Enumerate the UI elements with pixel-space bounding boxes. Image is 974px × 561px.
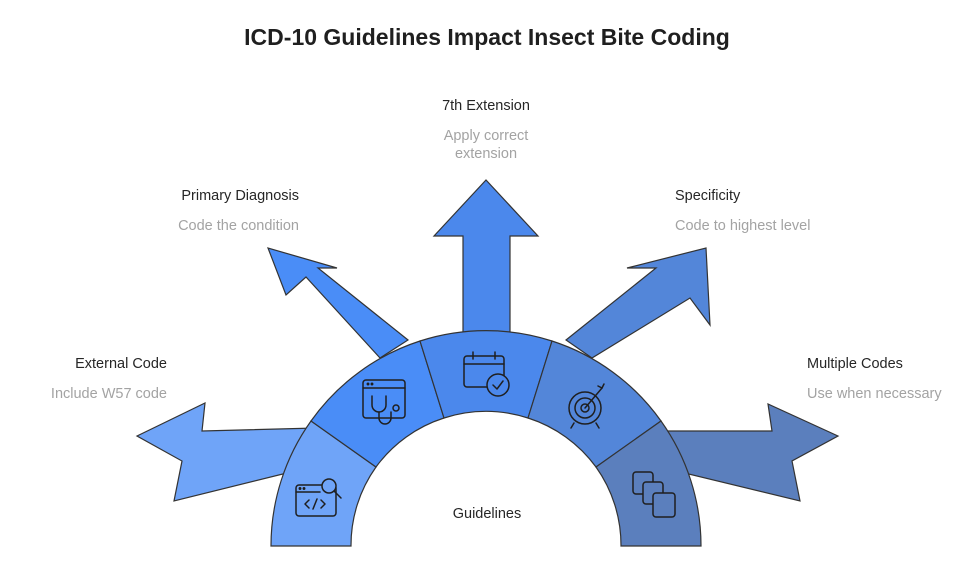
copy-icon	[632, 471, 676, 518]
arrow-primary-diagnosis	[267, 247, 410, 359]
arrow-external-code	[135, 401, 317, 502]
label-description: Apply correct extension	[443, 128, 529, 162]
label-heading: Primary Diagnosis	[181, 188, 299, 204]
label-heading: External Code	[75, 356, 167, 372]
arrow-specificity	[564, 247, 711, 359]
arrow-multiple-codes	[655, 402, 840, 502]
calendar-check-icon	[463, 351, 510, 397]
label-heading: 7th Extension	[442, 98, 530, 114]
code-search-icon	[295, 478, 342, 517]
label-multiple-codes: Multiple Codes Use when necessary	[807, 355, 942, 403]
center-label: Guidelines	[452, 506, 522, 522]
stethoscope-icon	[362, 379, 406, 425]
label-heading: Specificity	[675, 188, 741, 204]
label-description: Code the condition	[178, 218, 299, 234]
arrow-7th-extension	[432, 179, 540, 346]
label-description: Include W57 code	[50, 386, 167, 402]
label-specificity: Specificity Code to highest level	[675, 187, 810, 235]
page-title: ICD-10 Guidelines Impact Insect Bite Cod…	[244, 24, 730, 50]
label-description: Use when necessary	[807, 386, 942, 402]
label-description: Code to highest level	[675, 218, 811, 234]
label-primary-diagnosis: Primary Diagnosis Code the condition	[178, 187, 299, 235]
label-heading: Multiple Codes	[807, 356, 903, 372]
label-external-code: External Code Include W57 code	[51, 355, 167, 403]
label-7th-extension: 7th Extension Apply correct extension	[406, 97, 566, 163]
target-icon	[568, 383, 605, 429]
